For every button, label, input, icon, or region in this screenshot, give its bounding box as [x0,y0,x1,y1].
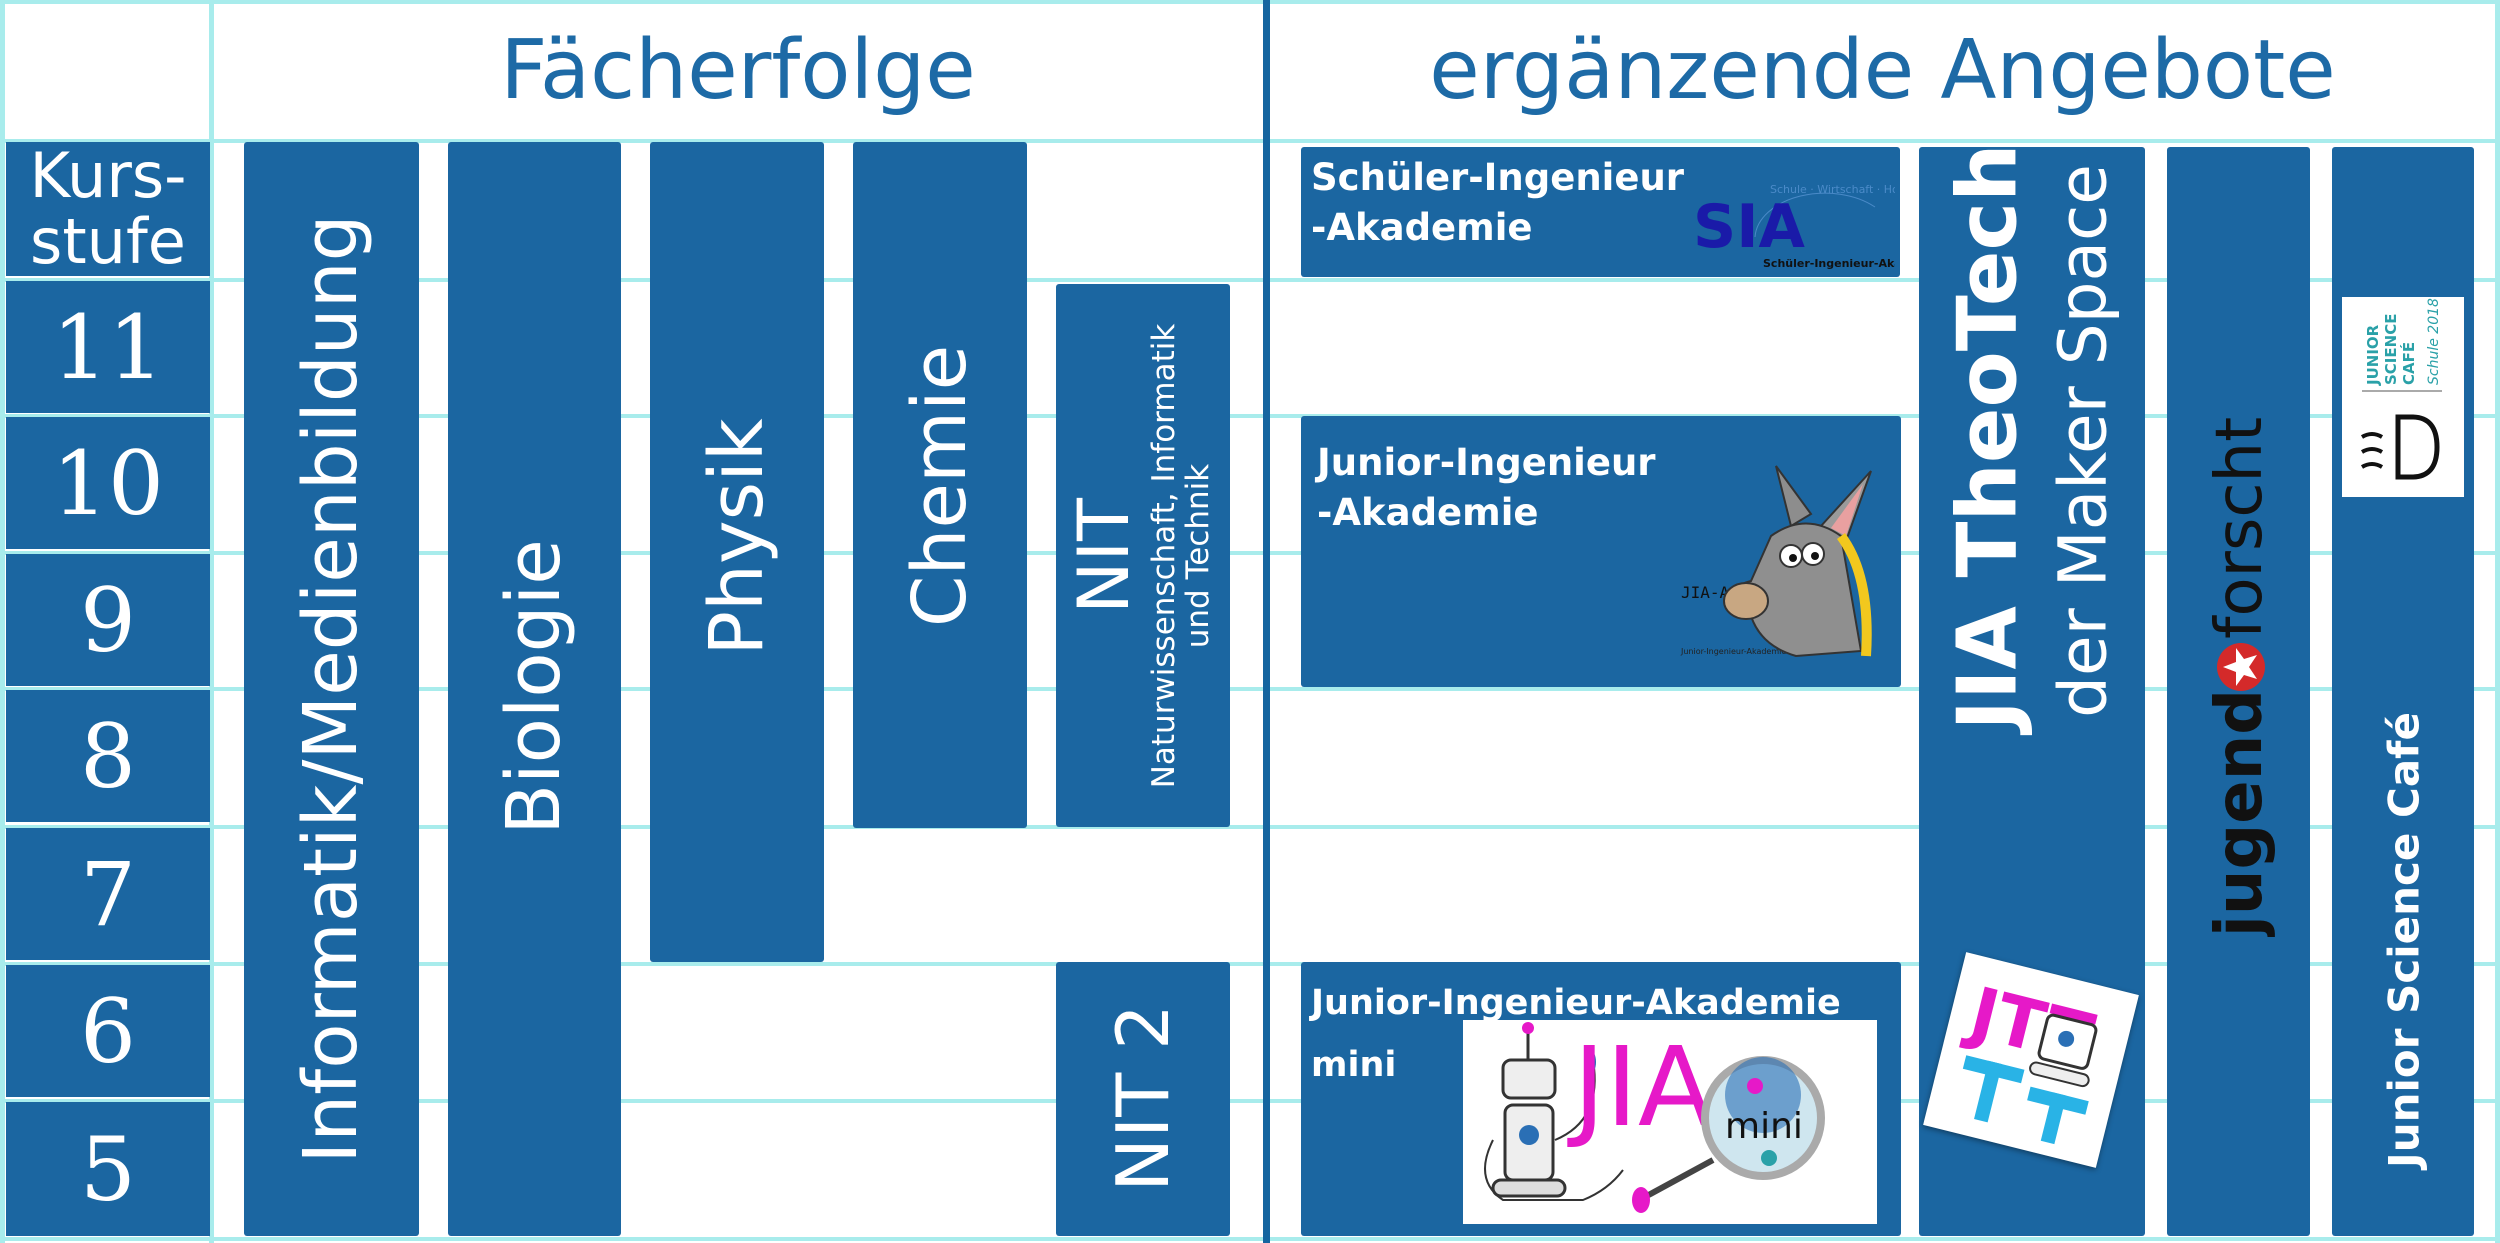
subject-biologie: Biologie [448,142,621,1236]
offer-junior-science-cafe: Junior Science Café JUNIOR SCIENCE CAFÉ … [2332,147,2474,1236]
subject-nit2-label: NIT 2 [1101,1004,1185,1192]
jsc-logo-line2: SCIENCE [2382,314,2400,385]
grid-line [0,687,2500,691]
offer-theotech-title: JIA TheoTech [1940,143,2036,731]
grade-6: 6 [6,965,210,1097]
offer-theotech-subtitle: der Maker Space [2044,164,2122,718]
grade-11: 11 [6,281,210,413]
sia-logo-caption: Schüler-Ingenieur-Akademie [1763,257,1895,270]
offer-jia-mini-title: Junior-Ingenieur-Akademie mini [1311,983,1841,1085]
sia-logo-text: SIA [1693,192,1806,262]
subject-informatik-label: Informatik/Medienbildung [288,214,374,1164]
offer-jia: Junior-Ingenieur -Akademie JIA-AA Junior… [1301,416,1901,687]
section-divider [1263,0,1270,1243]
jsc-logo-tag: Schule 2018 [2426,298,2442,385]
grade-7: 7 [6,828,210,960]
subject-physik: Physik [650,142,824,962]
subject-nit: NIT Naturwissenschaft, Informatik und Te… [1056,284,1230,827]
grid-line [209,0,214,1243]
jia-logo-caption: Junior-Ingenieur-Akademie Kolon [1680,647,1811,656]
grid-line [0,1237,2500,1241]
kursstufe-label: Kurs- stufe [29,139,187,278]
jia-mini-badge: mini [1725,1106,1803,1147]
jsc-logo-line1: JUNIOR [2364,324,2382,386]
jsc-logo-line3: CAFÉ [2399,342,2418,385]
jia-mini-logo: JIA mini [1463,1020,1877,1224]
theotech-logo: JTT [1923,952,2139,1168]
offer-sia: Schüler-Ingenieur -Akademie Schule · Wir… [1301,147,1948,277]
offer-theotech: JIA TheoTech der Maker Space JTT [1919,143,2145,1236]
offer-jugend-forscht: jugend forscht [2167,147,2310,1236]
sia-logo: Schule · Wirtschaft · Hochschule SIA Sch… [1685,177,1948,273]
offer-sia-title: Schüler-Ingenieur -Akademie [1311,156,1685,249]
jsc-logo: JUNIOR SCIENCE CAFÉ Schule 2018 [2342,297,2464,497]
jia-mini-logo-text: JIA [1567,1023,1713,1151]
subject-informatik: Informatik/Medienbildung [244,142,419,1236]
subject-chemie-label: Chemie [897,344,983,628]
grade-5: 5 [6,1102,210,1236]
jugend-text: jugend [2203,689,2277,937]
subject-physik-label: Physik [694,418,780,656]
grid-line [0,962,2500,966]
grid-line [0,825,2500,829]
subject-nit2: NIT 2 [1056,962,1230,1236]
subject-nit-label: NIT [1063,498,1145,614]
grid-line [0,0,2500,4]
grade-10: 10 [6,417,210,549]
donkey-mascot-icon: JIA-AA Junior-Ingenieur-Akademie Kolon [1680,465,1872,658]
subject-nit-sublabel: Naturwissenschaft, Informatik und Techni… [1146,323,1216,789]
header-subjects: Fächerfolge [500,22,976,118]
offer-jia-mini: Junior-Ingenieur-Akademie mini JIA mini [1301,962,1901,1236]
subject-chemie: Chemie [853,142,1027,828]
grid-line [0,1099,2500,1103]
grade-8: 8 [6,690,210,822]
offer-jsc-title: Junior Science Café [2379,712,2429,1168]
subject-biologie-label: Biologie [491,539,577,835]
grid-line [2495,0,2500,1243]
offer-jia-title: Junior-Ingenieur -Akademie [1317,441,1656,534]
jugend-forscht-logo: jugend forscht [2203,417,2277,937]
grid-line [0,139,2500,143]
grid-line [0,551,2500,555]
header-offers: ergänzende Angebote [1429,22,2336,118]
grid-line [0,414,2500,418]
grade-kursstufe: Kurs- stufe [6,142,210,276]
grid-line [0,278,2500,282]
forscht-text: forscht [2203,417,2277,639]
grade-9: 9 [6,554,210,686]
grid-line [0,0,5,1243]
